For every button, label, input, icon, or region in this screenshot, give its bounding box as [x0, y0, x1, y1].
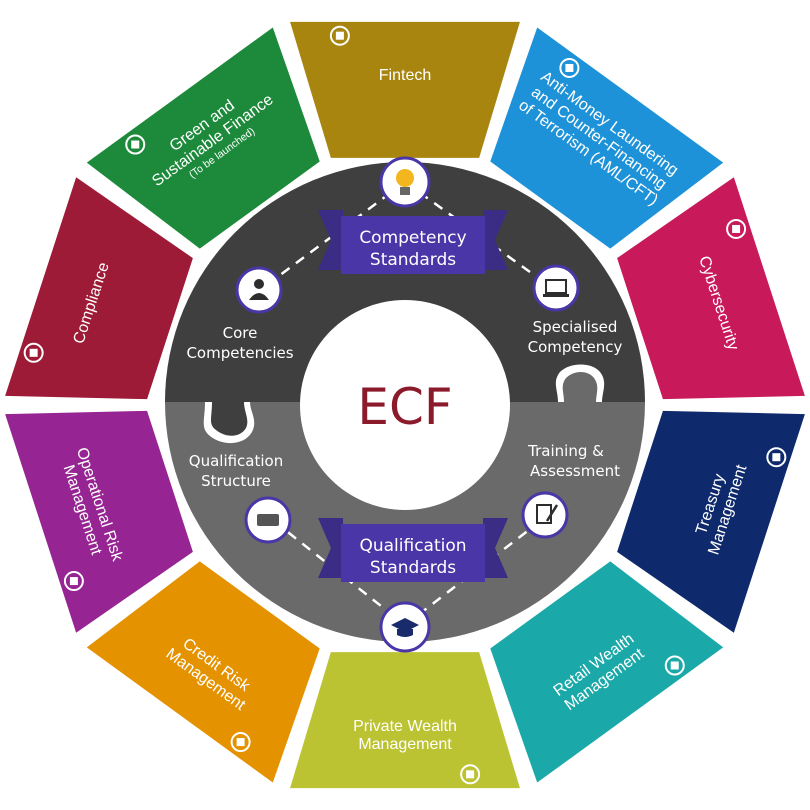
document-pen-icon — [521, 491, 569, 539]
chess-knight-icon — [230, 732, 251, 753]
training-assessment-line-2: Assessment — [530, 462, 620, 480]
qualification-structure-line-2: Structure — [201, 472, 271, 490]
people-chart-icon — [664, 655, 685, 676]
globe-network-icon — [329, 25, 350, 46]
banner-body — [341, 216, 485, 274]
puzzle-tab-left-fill — [211, 402, 248, 436]
segment-compliance: Compliance — [5, 177, 193, 400]
segment-fill — [617, 410, 805, 633]
banner-tail-left — [318, 210, 343, 270]
segment-fill — [86, 27, 320, 249]
banner-competency-standards: Competency Standards — [318, 210, 508, 274]
segment-label-line: Private Wealth — [353, 718, 457, 735]
banner-qualification-standards: Qualification Standards — [318, 518, 508, 582]
segment-fill — [5, 410, 193, 633]
banner-body — [341, 524, 485, 582]
inner-bottom-half — [165, 402, 645, 642]
lightbulb-icon — [379, 156, 431, 208]
banner-top-line-1: Competency — [359, 228, 466, 248]
specialised-competency-line-2: Competency — [528, 338, 623, 356]
person-icon — [235, 266, 283, 314]
center-label: ECF — [357, 378, 452, 436]
inner-top-half — [165, 162, 645, 402]
banner-bottom-line-2: Standards — [370, 558, 456, 578]
segment-cyber: Cybersecurity — [617, 177, 805, 400]
segment-fill — [290, 652, 520, 789]
segment-fill — [490, 27, 724, 249]
segment-fill — [617, 177, 805, 400]
banner-bottom-line-1: Qualification — [359, 536, 466, 556]
pie-chart-icon — [460, 764, 481, 785]
bank-icon — [766, 447, 787, 468]
banner-tail-right — [483, 518, 508, 578]
center-circle — [300, 300, 510, 510]
segment-fintech: Fintech — [290, 21, 520, 158]
segment-label-line: Management — [358, 736, 452, 753]
book-icon — [244, 496, 292, 544]
training-assessment-line-1: Training & — [527, 442, 604, 460]
segment-label-group: Fintech — [379, 67, 431, 84]
segment-label-line: Fintech — [379, 67, 431, 84]
laptop-icon — [532, 264, 580, 312]
banner-tail-right — [483, 210, 508, 270]
clipboard-icon — [63, 571, 84, 592]
tree-icon — [125, 134, 146, 155]
puzzle-tab-right-fill — [562, 372, 598, 402]
magnifier-icon — [559, 57, 580, 78]
lock-globe-icon — [726, 218, 747, 239]
segment-fill — [490, 561, 724, 783]
qualification-structure-line-1: Qualification — [189, 452, 283, 470]
core-competencies-line-2: Competencies — [186, 344, 293, 362]
graduation-cap-icon — [379, 601, 431, 653]
segment-fill — [5, 177, 193, 400]
banner-tail-left — [318, 518, 343, 578]
segment-fill — [86, 561, 320, 783]
segment-fill — [290, 21, 520, 158]
gavel-icon — [23, 342, 44, 363]
banner-top-line-2: Standards — [370, 250, 456, 270]
specialised-competency-line-1: Specialised — [533, 318, 618, 336]
core-competencies-line-1: Core — [223, 324, 258, 342]
